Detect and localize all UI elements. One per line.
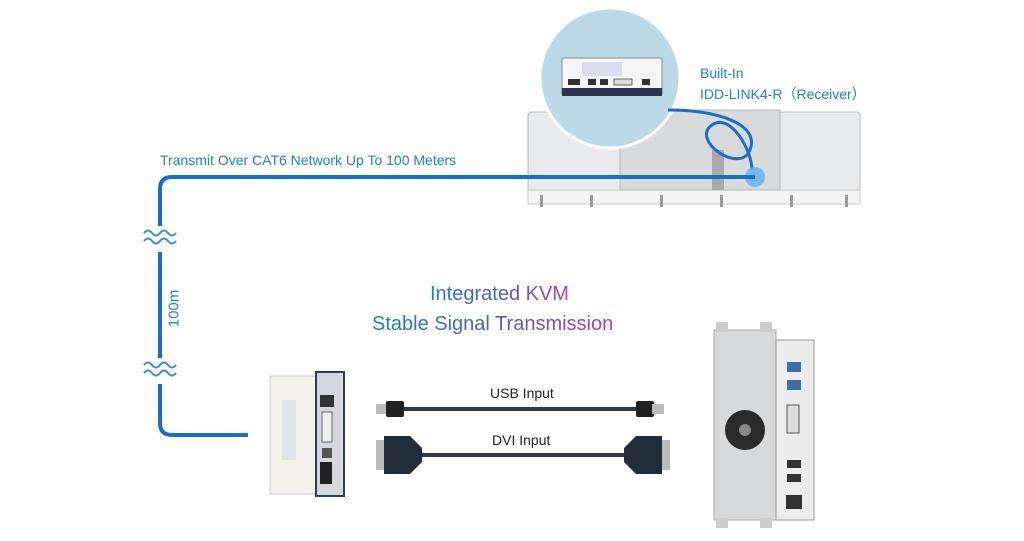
dvi-cable [376,436,670,474]
usb-cable [376,401,664,417]
network-label: Transmit Over CAT6 Network Up To 100 Met… [160,152,457,168]
headline-line2: Stable Signal Transmission [372,313,614,335]
receiver-zoom-circle [538,6,682,150]
cat6-cable [158,175,755,437]
mini-pc [713,322,815,528]
distance-label: 100m [165,289,183,328]
receiver-arrow [667,108,754,171]
wave-break-icon [142,358,178,384]
dvi-input-label: DVI Input [492,432,551,448]
usb-input-label: USB Input [490,385,554,401]
receiver-label-line1: Built-In [700,65,744,81]
wave-break-icon [142,226,178,252]
receiver-label-line2: IDD-LINK4-R（Receiver） [700,86,866,102]
headline-line1: Integrated KVM [430,283,569,305]
transmitter-box [269,371,345,497]
